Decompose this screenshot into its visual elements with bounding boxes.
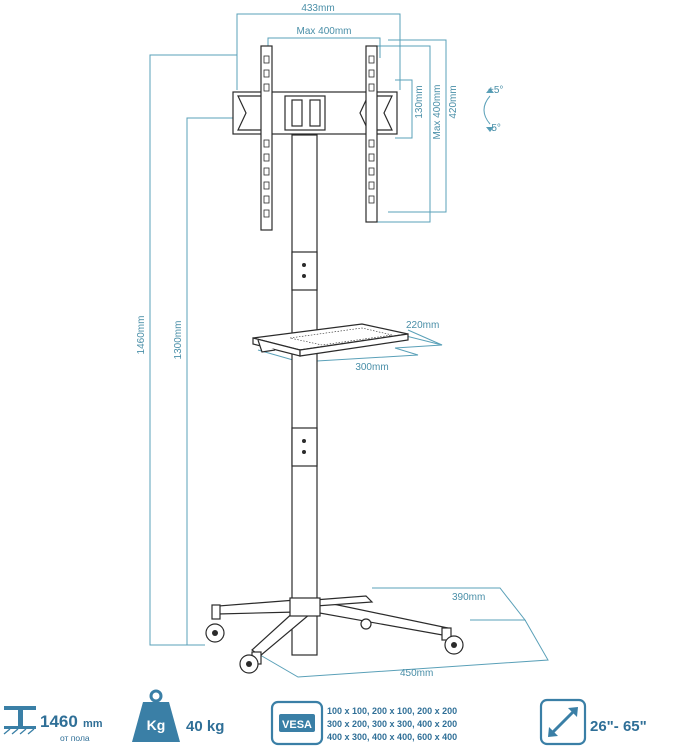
dim-base-width: 450mm [400, 668, 433, 679]
dim-base-depth: 390mm [452, 592, 485, 603]
vesa-row-1: 100 x 100, 200 x 100, 200 x 200 [327, 706, 457, 716]
stand-drawing [205, 45, 464, 674]
weight-icon-label: Kg [147, 717, 166, 733]
vesa-row-3: 400 x 300, 400 x 400, 600 x 400 [327, 732, 457, 742]
dim-tilt-down: -5° [488, 123, 501, 134]
dim-center-height: 1300mm [173, 321, 184, 360]
dim-shelf-depth: 220mm [406, 320, 439, 331]
dim-overall-width: 433mm [301, 3, 334, 14]
spec-height-value: 1460 [40, 712, 78, 731]
spec-screen-size: 26"- 65" [590, 718, 647, 735]
floor-height-icon [3, 706, 36, 735]
vesa-row-2: 300 x 200, 300 x 300, 400 x 200 [327, 719, 457, 729]
dim-overall-height: 420mm [448, 85, 459, 118]
vesa-badge [270, 700, 324, 746]
dim-tilt-up: +5° [488, 85, 503, 96]
screen-diagonal-icon [539, 698, 587, 746]
spec-height-note: от пола [60, 733, 90, 743]
dim-bracket-height: 130mm [414, 85, 425, 118]
tilt-indicator [483, 88, 494, 132]
dim-vesa-width: Max 400mm [296, 26, 351, 37]
dim-shelf-width: 300mm [355, 362, 388, 373]
dim-total-height: 1460mm [136, 316, 147, 355]
spec-height-unit: mm [83, 718, 103, 730]
dimension-lines [149, 13, 549, 678]
vesa-badge-label: VESA [282, 719, 312, 731]
weight-icon [132, 689, 180, 742]
dim-vesa-height: Max 400mm [432, 84, 443, 139]
spec-weight-value: 40 kg [186, 718, 224, 735]
